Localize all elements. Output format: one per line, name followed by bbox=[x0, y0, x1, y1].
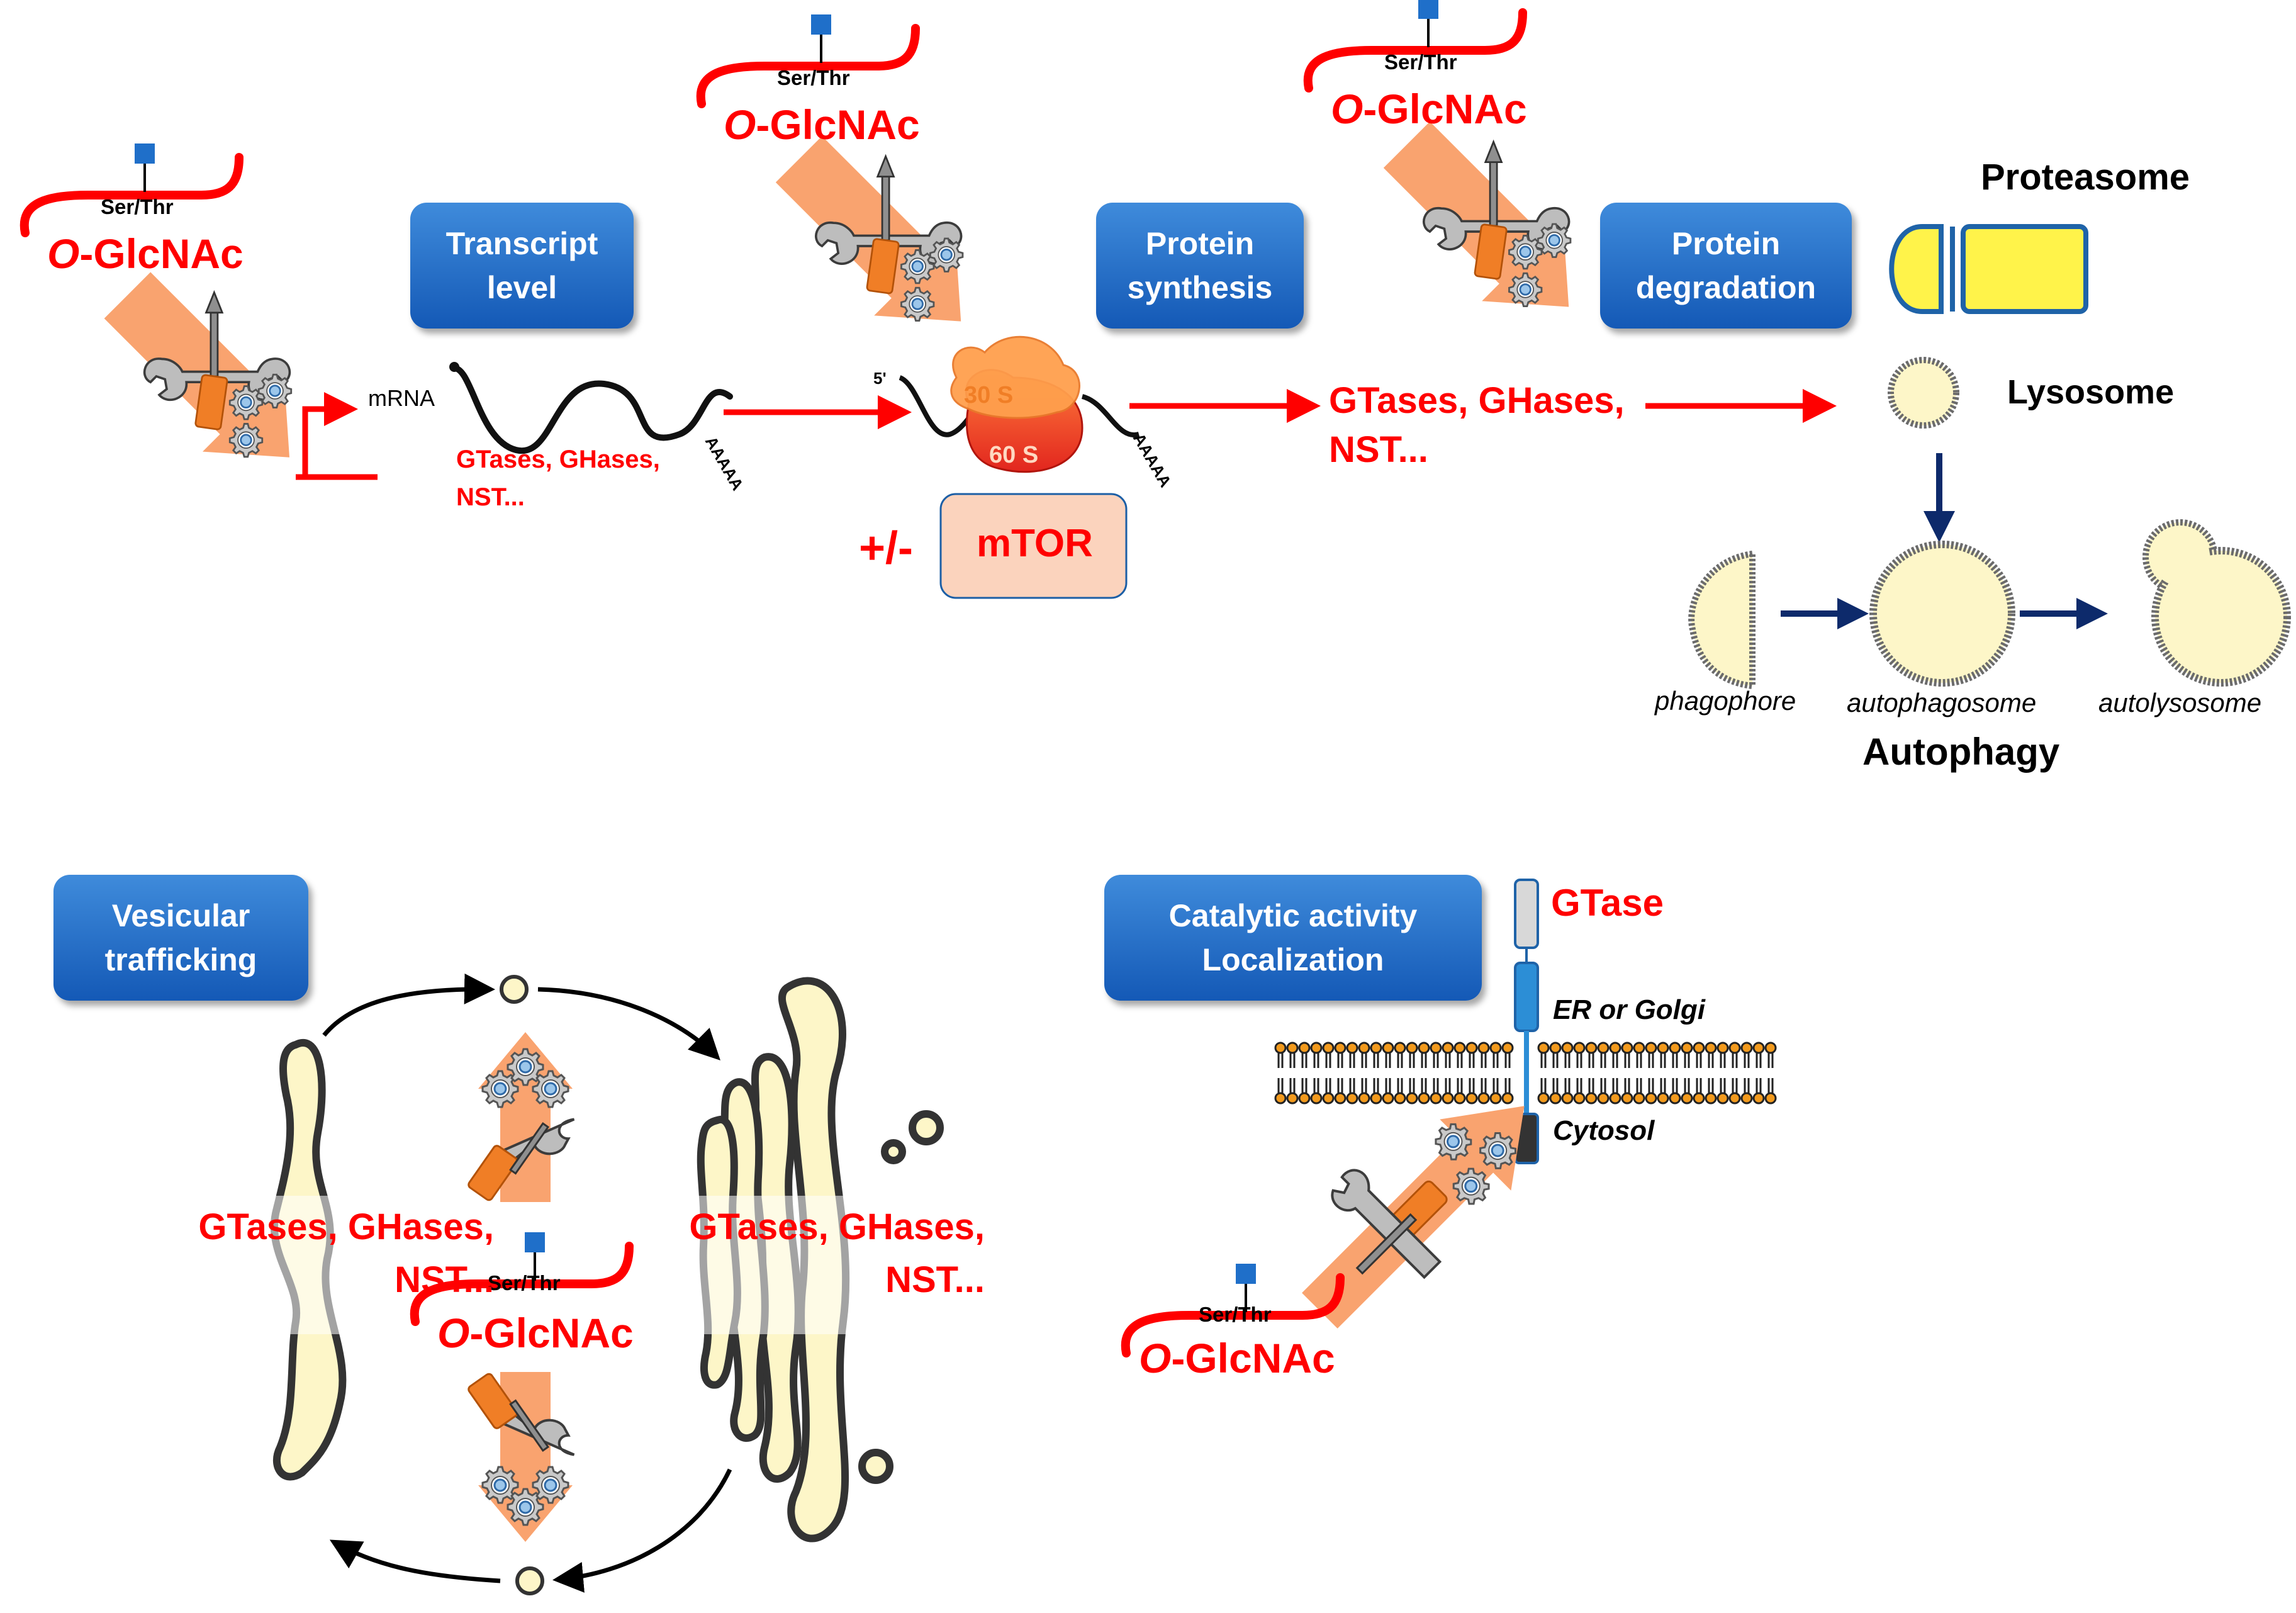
transcript-enzymes-label: GTases, GHases,NST... bbox=[456, 446, 660, 511]
ser-thr-label: Ser/Thr bbox=[777, 66, 850, 89]
autolysosome-label: autolysosome bbox=[2098, 688, 2262, 717]
o-glcnac-label: O-GlcNAc bbox=[47, 230, 244, 277]
synthesis-enzymes-label: GTases, GHases,NST... bbox=[1329, 380, 1625, 470]
promoter-arrow bbox=[296, 392, 378, 480]
o-glcnac-label: O-GlcNAc bbox=[1331, 86, 1527, 132]
o-glcnac-label: O-GlcNAc bbox=[437, 1310, 634, 1356]
autophagosome bbox=[1869, 541, 2015, 687]
cytosol-enzyme-arrow bbox=[1302, 1106, 1525, 1329]
enzyme-tools-icon bbox=[776, 136, 963, 321]
five-prime-label: 5' bbox=[873, 369, 887, 388]
protein-synthesis-button[interactable]: Protein synthesis bbox=[1096, 203, 1304, 329]
transcript-level-button[interactable]: Transcript level bbox=[410, 203, 634, 329]
ser-thr-label: Ser/Thr bbox=[101, 195, 174, 218]
retrograde-enzyme-arrow bbox=[467, 1372, 584, 1542]
o-glcnac-label: O-GlcNAc bbox=[1139, 1335, 1335, 1381]
protein-degradation-button[interactable]: Protein degradation bbox=[1600, 203, 1852, 329]
vesicular-trafficking-button[interactable]: Vesicular trafficking bbox=[53, 875, 308, 1001]
ser-thr-label: Ser/Thr bbox=[1199, 1303, 1272, 1326]
proteasome bbox=[1889, 224, 2088, 314]
vesicle-enzymes-left-label: GTases, GHases,NST... bbox=[198, 1206, 494, 1300]
vesicle-enzymes-right-label: GTases, GHases,NST... bbox=[689, 1206, 985, 1300]
mrna-strand bbox=[450, 365, 733, 454]
lysosome-label: Lysosome bbox=[2007, 373, 2175, 411]
ser-thr-label: Ser/Thr bbox=[1384, 50, 1457, 74]
gtase-label: GTase bbox=[1551, 882, 1664, 924]
ser-thr-label: Ser/Thr bbox=[488, 1271, 561, 1295]
mtor-box bbox=[939, 493, 1128, 599]
o-glcnac-peptide-2 bbox=[701, 14, 916, 104]
enzyme-tools-icon bbox=[104, 272, 291, 457]
o-glcnac-peptide-3 bbox=[1308, 0, 1523, 88]
autolysosome bbox=[2142, 519, 2291, 687]
er-golgi-label: ER or Golgi bbox=[1553, 994, 1705, 1025]
ribosome bbox=[899, 335, 1140, 473]
phagophore-label: phagophore bbox=[1655, 686, 1796, 716]
transport-vesicle-bottom bbox=[515, 1566, 544, 1595]
enzyme-tools-icon bbox=[1384, 121, 1571, 306]
o-glcnac-peptide-1 bbox=[25, 143, 239, 233]
mtor-label: mTOR bbox=[977, 522, 1093, 565]
mtor-sign: +/- bbox=[859, 523, 914, 573]
trafficking-arrow-top-right bbox=[537, 987, 720, 1060]
polya-tail-mrna: AAAAA bbox=[702, 433, 748, 493]
ribosome-60s-label: 60 S bbox=[989, 442, 1038, 468]
cytosol-label: Cytosol bbox=[1553, 1115, 1655, 1146]
ribosome-30s-label: 30 S bbox=[964, 382, 1013, 408]
autophagy-label: Autophagy bbox=[1862, 731, 2060, 773]
trafficking-arrow-bottom-right bbox=[552, 1468, 732, 1593]
o-glcnac-label: O-GlcNAc bbox=[724, 101, 920, 148]
autophagosome-label: autophagosome bbox=[1847, 688, 2037, 717]
lysosome bbox=[1888, 357, 1959, 429]
mrna-label: mRNA bbox=[368, 385, 435, 411]
proteasome-label: Proteasome bbox=[1981, 157, 2190, 198]
catalytic-activity-button[interactable]: Catalytic activity Localization bbox=[1104, 875, 1482, 1001]
lipid-bilayer bbox=[1274, 1042, 1777, 1104]
transport-vesicle-top bbox=[500, 975, 529, 1004]
polya-tail-ribosome: AAAAA bbox=[1129, 430, 1175, 490]
phagophore bbox=[1688, 550, 1756, 690]
trafficking-arrow-bottom-left bbox=[329, 1539, 501, 1583]
anterograde-enzyme-arrow bbox=[467, 1032, 584, 1202]
trafficking-arrow-top-left bbox=[322, 973, 495, 1037]
